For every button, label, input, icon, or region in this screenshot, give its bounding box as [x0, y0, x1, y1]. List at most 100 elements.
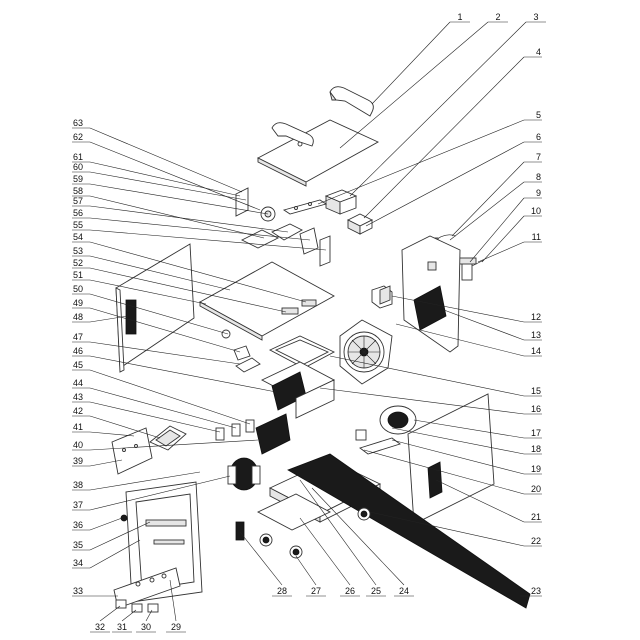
callout-leader-line — [89, 141, 261, 211]
part-heatsink-upper — [260, 361, 336, 419]
callout-leader-line — [391, 295, 525, 323]
part-number-label: 52 — [73, 258, 83, 268]
part-output-transformer — [355, 405, 417, 441]
callout-leader-line — [311, 487, 405, 586]
part-number-label: 26 — [345, 586, 355, 596]
part-number-label: 2 — [495, 12, 500, 22]
part-number-label: 13 — [531, 330, 541, 340]
part-caster-wheels — [259, 507, 371, 559]
callout-leader-line — [89, 341, 241, 365]
part-top-cover-plate — [257, 119, 379, 187]
part-number-label: 59 — [73, 174, 83, 184]
callout-55: 55 — [72, 220, 327, 251]
callout-leader-line — [89, 355, 277, 393]
callout-leader-line — [89, 229, 327, 251]
callout-46: 46 — [72, 346, 277, 393]
callout-29: 29 — [166, 579, 186, 633]
callout-3: 3 — [349, 12, 546, 197]
callout-leader-line — [477, 241, 525, 263]
callout-leader-line — [89, 293, 229, 335]
part-rectifier-modules — [371, 285, 393, 309]
part-number-label: 32 — [95, 622, 105, 632]
callout-23: 23 — [520, 586, 542, 597]
part-number-label: 36 — [73, 520, 83, 530]
part-front-connectors — [115, 599, 159, 613]
part-main-board-plate — [199, 261, 335, 341]
part-pcb-42 — [149, 425, 187, 451]
callout-43: 43 — [72, 392, 221, 433]
part-number-label: 6 — [536, 132, 541, 142]
callout-leader-line — [89, 205, 289, 233]
part-number-label: 3 — [533, 12, 538, 22]
part-number-label: 20 — [531, 484, 541, 494]
part-bracket-19 — [359, 437, 401, 455]
callout-54: 54 — [72, 232, 307, 303]
callout-leader-line — [89, 459, 123, 467]
callout-37: 37 — [72, 475, 231, 511]
part-cooling-fan — [339, 319, 393, 385]
callout-leader-line — [443, 309, 525, 341]
part-small-components — [221, 329, 261, 373]
part-number-label: 56 — [73, 208, 83, 218]
part-number-label: 47 — [73, 332, 83, 342]
part-number-label: 38 — [73, 480, 83, 490]
part-number-label: 12 — [531, 312, 541, 322]
callout-leader-line — [89, 183, 269, 215]
callout-10: 10 — [481, 206, 542, 263]
callout-44: 44 — [72, 378, 237, 429]
part-number-label: 33 — [73, 586, 83, 596]
part-left-side-panel — [115, 243, 195, 373]
part-number-label: 17 — [531, 428, 541, 438]
part-number-label: 61 — [73, 152, 83, 162]
callout-63: 63 — [72, 118, 243, 193]
part-number-label: 21 — [531, 512, 541, 522]
callout-leader-line — [89, 517, 123, 531]
callout-41: 41 — [72, 422, 135, 437]
callout-leader-line — [391, 439, 525, 475]
callout-56: 56 — [72, 208, 311, 241]
callout-49: 49 — [72, 298, 241, 353]
callout-leader-line — [391, 427, 525, 455]
callout-32: 32 — [90, 605, 121, 633]
part-right-side-panel — [407, 393, 495, 525]
part-small-plate — [111, 427, 153, 475]
callout-leader-line — [89, 415, 161, 439]
part-number-label: 62 — [73, 132, 83, 142]
callout-leader-line — [89, 267, 287, 313]
part-number-label: 22 — [531, 536, 541, 546]
callout-leader-line — [89, 161, 241, 197]
part-number-label: 28 — [277, 586, 287, 596]
part-number-label: 23 — [531, 586, 541, 596]
part-block-6 — [346, 213, 374, 235]
callout-22: 22 — [369, 511, 542, 547]
part-number-label: 15 — [531, 386, 541, 396]
part-bottom-wedge — [287, 453, 531, 609]
callout-leader-line — [89, 279, 207, 305]
callout-13: 13 — [443, 309, 542, 341]
part-number-label: 37 — [73, 500, 83, 510]
callout-19: 19 — [391, 439, 542, 475]
part-heatsink-lower — [255, 413, 291, 455]
part-number-label: 41 — [73, 422, 83, 432]
callout-4: 4 — [363, 47, 542, 219]
part-number-label: 18 — [531, 444, 541, 454]
callout-leader-line — [89, 307, 241, 353]
callout-leader-line — [295, 555, 317, 586]
callout-52: 52 — [72, 258, 287, 313]
callout-leader-line — [435, 479, 525, 523]
callout-36: 36 — [72, 517, 123, 531]
callout-leader-line — [451, 161, 525, 237]
part-main-transformer — [227, 457, 261, 491]
callout-leader-line — [481, 215, 525, 263]
part-number-label: 11 — [532, 232, 541, 242]
callout-leader-line — [89, 431, 135, 437]
callout-24: 24 — [311, 487, 414, 597]
part-number-label: 44 — [73, 378, 83, 388]
part-fan-guard-plate — [268, 335, 336, 369]
part-number-label: 63 — [73, 118, 83, 128]
part-number-label: 8 — [536, 172, 541, 182]
part-lower-tray — [256, 493, 332, 531]
callout-42: 42 — [72, 406, 161, 439]
callout-leader-line — [339, 21, 489, 149]
